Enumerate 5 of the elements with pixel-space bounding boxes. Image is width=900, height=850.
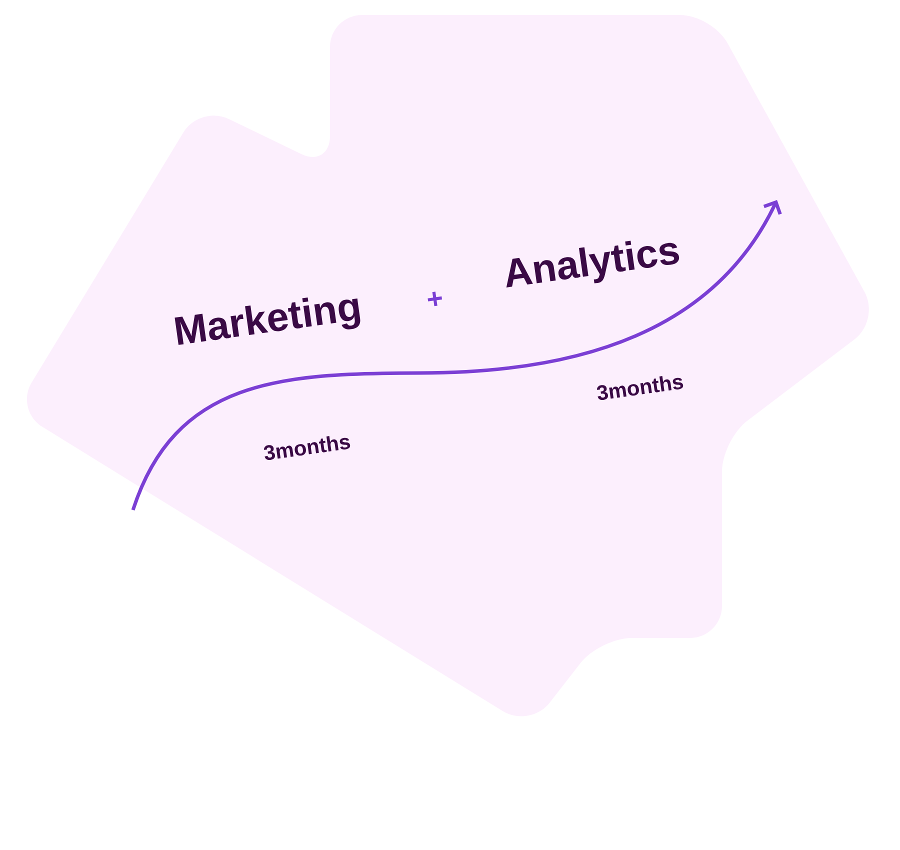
duration-label: 3months — [596, 376, 684, 400]
heading-text: Marketing — [174, 298, 360, 345]
duration-label: 3months — [264, 436, 350, 460]
heading-text: Analytics — [506, 240, 680, 288]
plus-sign: + — [428, 292, 442, 306]
